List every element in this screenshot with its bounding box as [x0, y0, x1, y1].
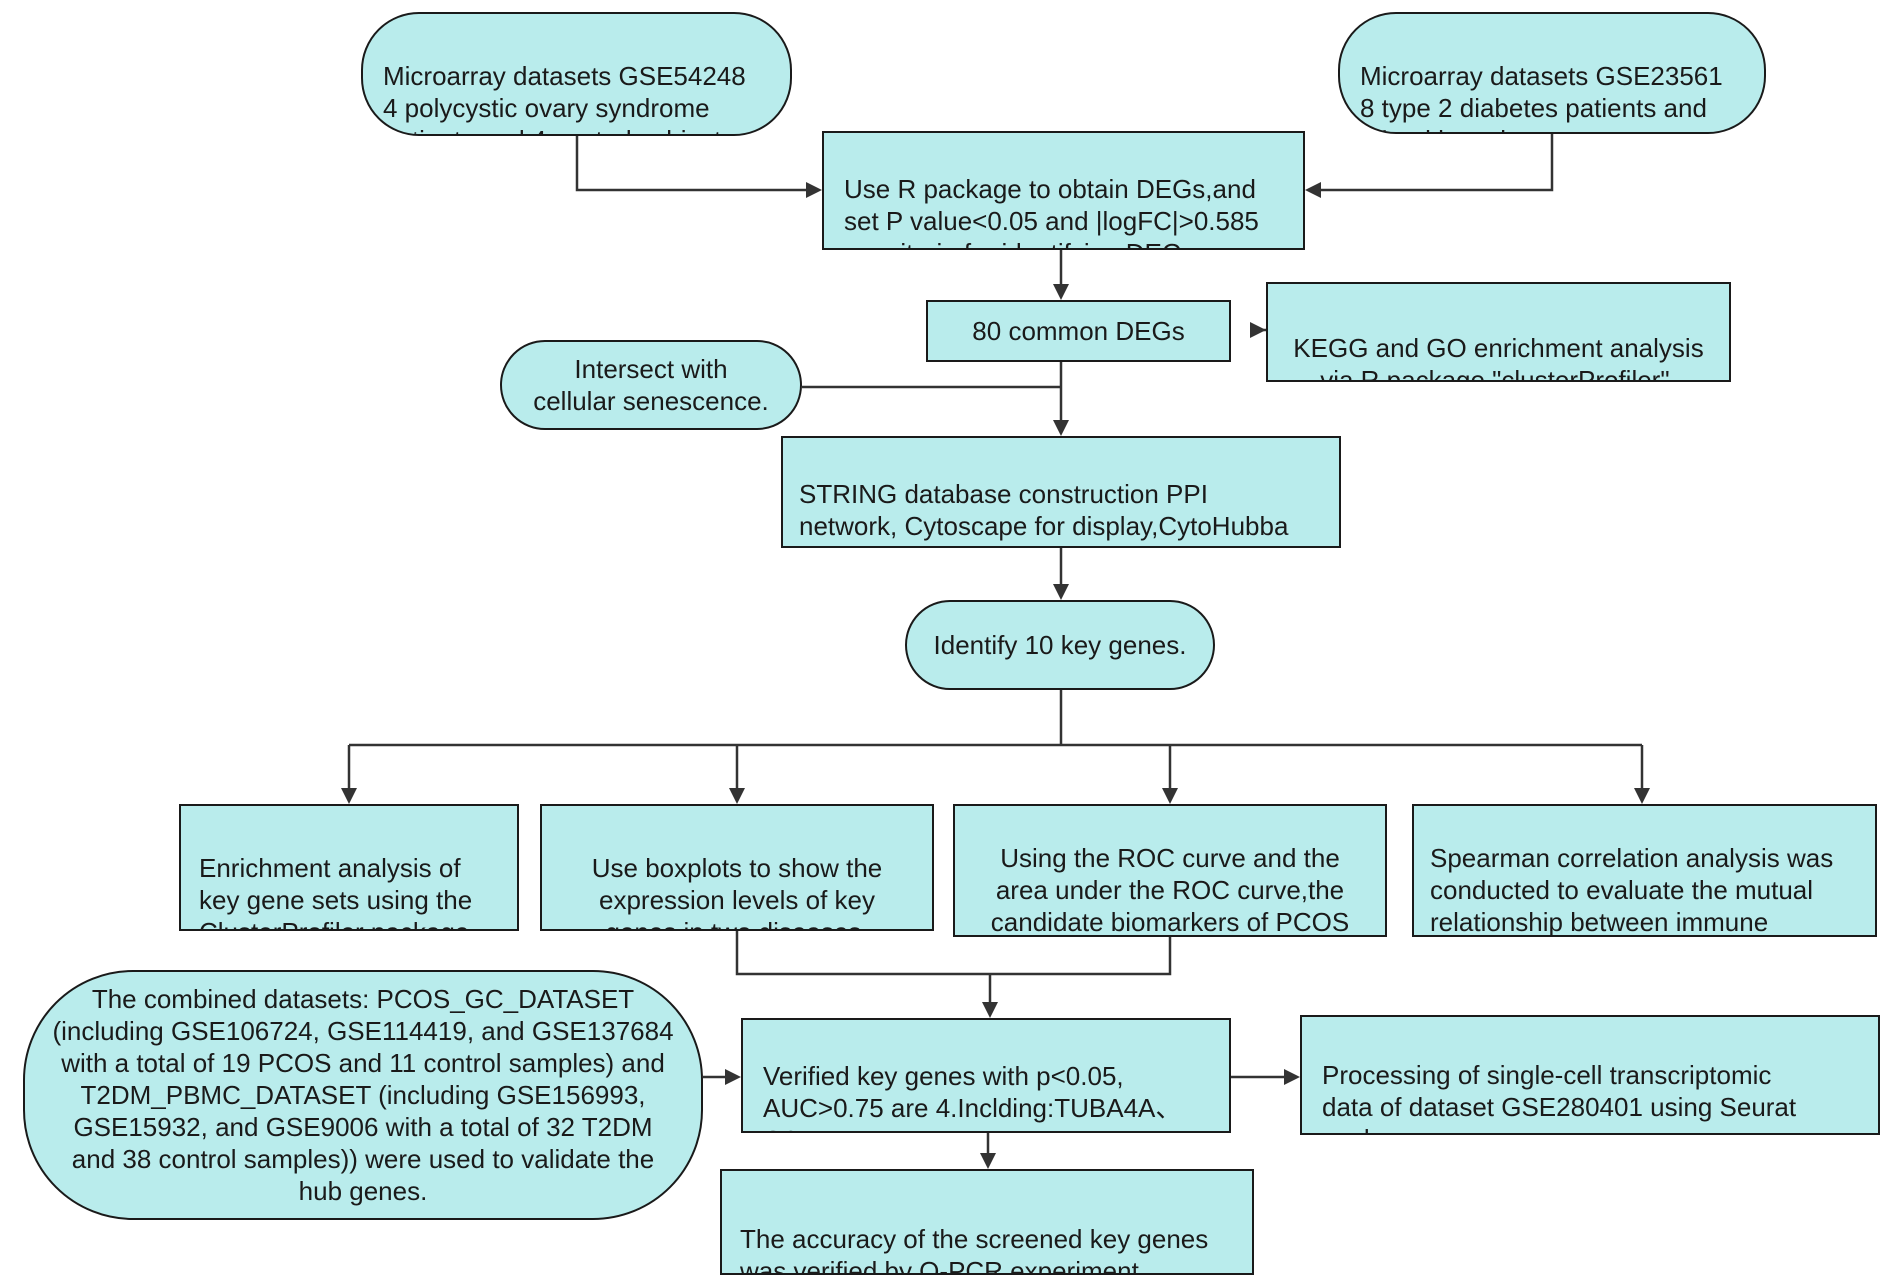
node-qpcr: The accuracy of the screened key genes w… — [720, 1169, 1254, 1275]
arrowhead-qpcr — [980, 1153, 996, 1169]
node-boxplots-text: Use boxplots to show the expression leve… — [591, 853, 883, 929]
node-validation-data: The combined datasets: PCOS_GC_DATASET (… — [23, 970, 703, 1220]
node-kegg-go: KEGG and GO enrichment analysis via R pa… — [1266, 282, 1731, 382]
node-gse23561: Microarray datasets GSE23561 8 type 2 di… — [1338, 12, 1766, 134]
node-deg-criteria: Use R package to obtain DEGs,and set P v… — [822, 131, 1305, 250]
arrowhead-spearman — [1634, 788, 1650, 804]
connector-gse23561-to-deg — [1317, 134, 1554, 192]
node-gse54248: Microarray datasets GSE54248 4 polycysti… — [361, 12, 792, 136]
node-single-cell-text: Processing of single-cell transcriptomic… — [1322, 1060, 1797, 1133]
node-enrichment: Enrichment analysis of key gene sets usi… — [179, 804, 519, 931]
arrowhead-boxplots — [729, 788, 745, 804]
node-intersect: Intersect with cellular senescence. — [500, 340, 802, 430]
node-kegg-go-text: KEGG and GO enrichment analysis via R pa… — [1293, 333, 1704, 382]
node-common-degs: 80 common DEGs — [926, 300, 1231, 362]
node-verified-text: Verified key genes with p<0.05, AUC>0.75… — [763, 1061, 1182, 1131]
connector-boxplots-roc-join — [735, 931, 1172, 1006]
arrowhead-enrichment — [341, 788, 357, 804]
node-verified: Verified key genes with p<0.05, AUC>0.75… — [741, 1018, 1231, 1133]
node-roc-text: Using the ROC curve and the area under t… — [990, 843, 1350, 937]
node-gse23561-text: Microarray datasets GSE23561 8 type 2 di… — [1360, 61, 1723, 132]
connector-gse54248-to-deg — [575, 136, 810, 192]
arrowhead-deg-right — [1305, 182, 1321, 198]
arrowhead-string — [1053, 420, 1069, 436]
connector-keygenes-branch — [347, 690, 1644, 790]
arrowhead-verified-left — [725, 1069, 741, 1085]
node-intersect-text: Intersect with cellular senescence. — [533, 354, 769, 416]
node-common-degs-text: 80 common DEGs — [972, 316, 1185, 346]
node-single-cell: Processing of single-cell transcriptomic… — [1300, 1015, 1880, 1135]
arrowhead-roc — [1162, 788, 1178, 804]
arrowhead-keygenes — [1053, 584, 1069, 600]
node-validation-data-text: The combined datasets: PCOS_GC_DATASET (… — [52, 984, 674, 1206]
node-enrichment-text: Enrichment analysis of key gene sets usi… — [199, 853, 476, 929]
node-qpcr-text: The accuracy of the screened key genes w… — [740, 1224, 1209, 1275]
arrowhead-singlecell — [1284, 1069, 1300, 1085]
node-gse54248-text: Microarray datasets GSE54248 4 polycysti… — [383, 61, 746, 134]
arrowhead-kegg — [1250, 322, 1266, 338]
node-key-genes-text: Identify 10 key genes. — [933, 630, 1187, 660]
node-boxplots: Use boxplots to show the expression leve… — [540, 804, 934, 931]
arrowhead-common — [1053, 284, 1069, 300]
node-roc: Using the ROC curve and the area under t… — [953, 804, 1387, 937]
node-key-genes: Identify 10 key genes. — [905, 600, 1215, 690]
arrowhead-verified-top — [982, 1002, 998, 1018]
node-string-ppi-text: STRING database construction PPI network… — [799, 479, 1289, 546]
node-spearman: Spearman correlation analysis was conduc… — [1412, 804, 1877, 937]
node-string-ppi: STRING database construction PPI network… — [781, 436, 1341, 548]
arrowhead-deg-left — [806, 182, 822, 198]
node-deg-criteria-text: Use R package to obtain DEGs,and set P v… — [844, 174, 1259, 248]
node-spearman-text: Spearman correlation analysis was conduc… — [1430, 843, 1834, 937]
